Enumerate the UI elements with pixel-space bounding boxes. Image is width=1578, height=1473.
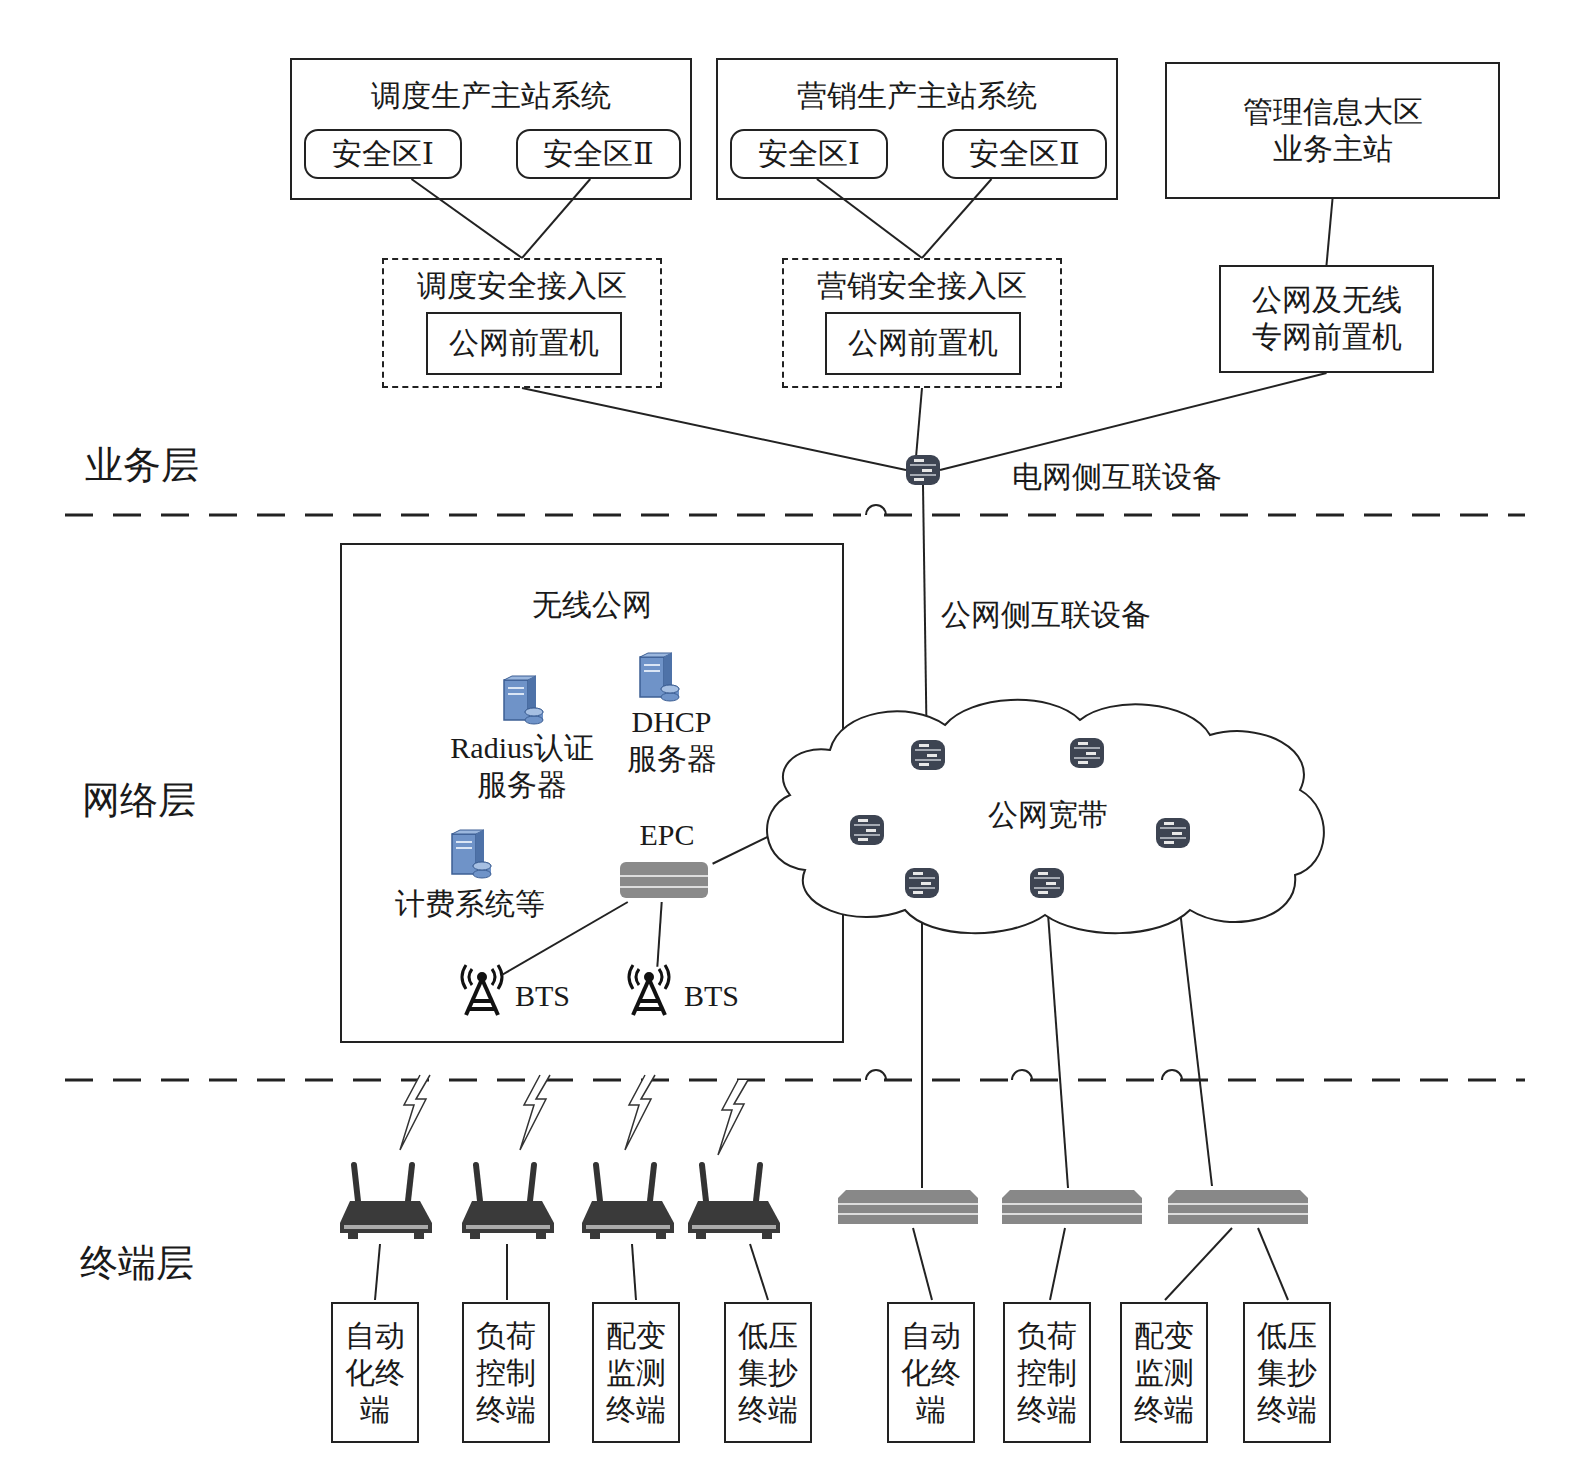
zone-box: 安全区Ⅱ xyxy=(516,129,681,179)
bts-tower: BTS xyxy=(457,964,572,1019)
connector-line xyxy=(1327,199,1333,265)
node-text: 安全区Ⅰ xyxy=(332,136,434,173)
system-box: 调度生产主站系统安全区Ⅰ 安全区Ⅱ xyxy=(290,58,692,200)
terminal-box: 自动化终端 xyxy=(331,1302,419,1443)
server-icon: 计费系统等 xyxy=(387,830,552,930)
node-text: DHCP 服务器 xyxy=(622,704,722,777)
connector-line xyxy=(922,179,992,258)
node-text: 营销生产主站系统 xyxy=(718,78,1116,115)
node-text: 低压集抄终端 xyxy=(1257,1317,1317,1429)
connector-line xyxy=(657,902,661,967)
frontend-box: 公网前置机 xyxy=(426,312,622,375)
node-text: EPC xyxy=(614,817,720,854)
terminal-box: 低压集抄终端 xyxy=(724,1302,812,1443)
node-text: 安全区Ⅰ xyxy=(758,136,860,173)
node-text: 自动化终端 xyxy=(345,1317,405,1429)
connector-line xyxy=(522,388,906,470)
access-zone: 营销安全接入区公网前置机 xyxy=(782,258,1062,388)
node-text: 公网宽带 xyxy=(988,797,1108,834)
connector-line xyxy=(916,388,922,455)
zone-box: 安全区Ⅰ xyxy=(730,129,888,179)
terminal-box: 负荷控制终端 xyxy=(462,1302,550,1443)
terminal-box: 自动化终端 xyxy=(887,1302,975,1443)
node-text: BTS xyxy=(684,978,739,1015)
node-text: 电网侧互联设备 xyxy=(1012,459,1222,496)
system-box: 管理信息大区 业务主站 xyxy=(1165,62,1500,199)
zone-box: 安全区Ⅱ xyxy=(942,129,1107,179)
access-zone: 调度安全接入区公网前置机 xyxy=(382,258,662,388)
server-icon: Radius认证 服务器 xyxy=(437,678,607,806)
node-text: 公网及无线 专网前置机 xyxy=(1244,282,1409,355)
node-text: 安全区Ⅱ xyxy=(543,136,653,173)
node-text: 公网前置机 xyxy=(449,325,599,362)
node-text: 配变监测终端 xyxy=(606,1317,666,1429)
node-text: 计费系统等 xyxy=(387,886,552,923)
epc-device: EPC xyxy=(614,817,720,902)
node-text: 营销安全接入区 xyxy=(784,268,1060,305)
node-text: Radius认证 服务器 xyxy=(447,730,597,803)
connector-line xyxy=(522,179,590,258)
node-text: 配变监测终端 xyxy=(1134,1317,1194,1429)
terminal-box: 配变监测终端 xyxy=(592,1302,680,1443)
node-text: 公网前置机 xyxy=(848,325,998,362)
frontend-box: 公网前置机 xyxy=(825,312,1021,375)
node-text: 调度安全接入区 xyxy=(384,268,660,305)
node-text: 无线公网 xyxy=(342,587,842,624)
node-text: 负荷控制终端 xyxy=(1017,1317,1077,1429)
layer-label: 网络层 xyxy=(82,775,196,826)
bts-tower: BTS xyxy=(624,964,739,1019)
zone-box: 安全区Ⅰ xyxy=(304,129,462,179)
node-text: 调度生产主站系统 xyxy=(292,78,690,115)
server-icon: DHCP 服务器 xyxy=(614,654,729,779)
frontend-box: 公网及无线 专网前置机 xyxy=(1219,265,1434,373)
layer-label: 终端层 xyxy=(80,1238,194,1289)
terminal-box: 配变监测终端 xyxy=(1120,1302,1208,1443)
connector-line xyxy=(817,179,922,258)
node-text: 安全区Ⅱ xyxy=(969,136,1079,173)
network-box: 无线公网 Radius认证 服务器 DHCP 服务器计费系统等 EPC BTS BTS xyxy=(340,543,844,1043)
connector-line xyxy=(923,485,927,745)
node-text: 负荷控制终端 xyxy=(476,1317,536,1429)
layer-label: 业务层 xyxy=(85,440,199,491)
node-text: 低压集抄终端 xyxy=(738,1317,798,1429)
edge-label: 公网侧互联设备 xyxy=(941,597,1151,634)
connector-line xyxy=(411,179,522,258)
node-text: 自动化终端 xyxy=(901,1317,961,1429)
system-box: 营销生产主站系统安全区Ⅰ 安全区Ⅱ xyxy=(716,58,1118,200)
interconnect-device: 电网侧互联设备 xyxy=(906,455,940,485)
node-text: 管理信息大区 业务主站 xyxy=(1235,94,1430,167)
terminal-box: 负荷控制终端 xyxy=(1003,1302,1091,1443)
node-text: BTS xyxy=(515,978,570,1015)
terminal-box: 低压集抄终端 xyxy=(1243,1302,1331,1443)
cloud-shape: 公网宽带 xyxy=(760,690,1335,940)
